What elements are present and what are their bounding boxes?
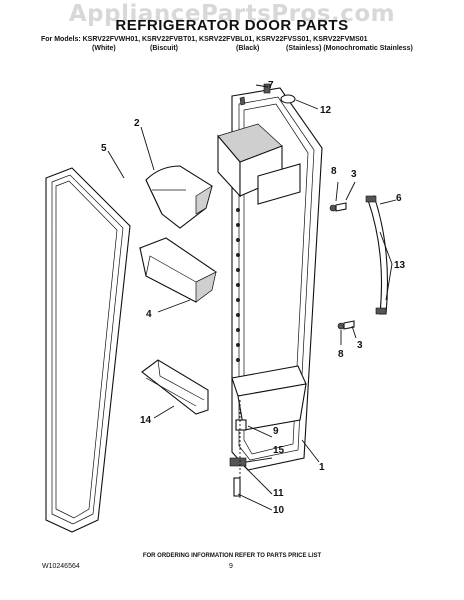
watermark: AppliancePartsPros.com	[68, 1, 396, 27]
door-assembly	[217, 87, 323, 471]
callout-10: 10	[273, 505, 285, 516]
door-handle	[365, 195, 389, 315]
model-list: For Models: KSRV22FVWH01, KSRV22FVBT01, …	[41, 36, 368, 43]
callout-8-upper: 8	[331, 166, 337, 177]
color-stainless: (Stainless) (Monochromatic Stainless)	[286, 45, 413, 52]
callout-4: 4	[146, 309, 152, 320]
document-number: W10246564	[42, 563, 80, 570]
color-biscuit: (Biscuit)	[150, 45, 178, 52]
ordering-note: FOR ORDERING INFORMATION REFER TO PARTS …	[142, 553, 322, 559]
page-title: REFRIGERATOR DOOR PARTS	[115, 17, 349, 34]
color-white: (White)	[92, 45, 116, 52]
callout-1: 1	[319, 462, 325, 473]
lower-bin	[141, 359, 209, 415]
door-gasket	[45, 167, 131, 533]
callout-3-upper: 3	[351, 169, 357, 180]
callout-13: 13	[394, 260, 406, 271]
callout-3-lower: 3	[357, 340, 363, 351]
leader-lines	[107, 84, 397, 511]
page-number: 9	[229, 563, 233, 570]
door-dimples	[236, 208, 240, 362]
callout-9: 9	[273, 426, 279, 437]
dairy-compartment	[145, 165, 213, 229]
callout-14: 14	[140, 415, 152, 426]
callout-7: 7	[268, 80, 274, 91]
callout-6: 6	[396, 193, 402, 204]
callout-2: 2	[134, 118, 140, 129]
callout-12: 12	[320, 105, 332, 116]
hinge-cap	[263, 83, 296, 104]
callout-5: 5	[101, 143, 107, 154]
callout-11: 11	[273, 488, 284, 499]
color-black: (Black)	[236, 45, 260, 52]
door-bin	[138, 237, 217, 303]
handle-screws	[329, 202, 355, 330]
callout-8-lower: 8	[338, 349, 344, 360]
callout-labels: 7 12 2 5 8 3 6 13 4 3 8 14 9 15 1 11 10	[101, 80, 406, 516]
callout-15: 15	[273, 445, 285, 456]
lower-hinge-parts	[229, 400, 247, 500]
